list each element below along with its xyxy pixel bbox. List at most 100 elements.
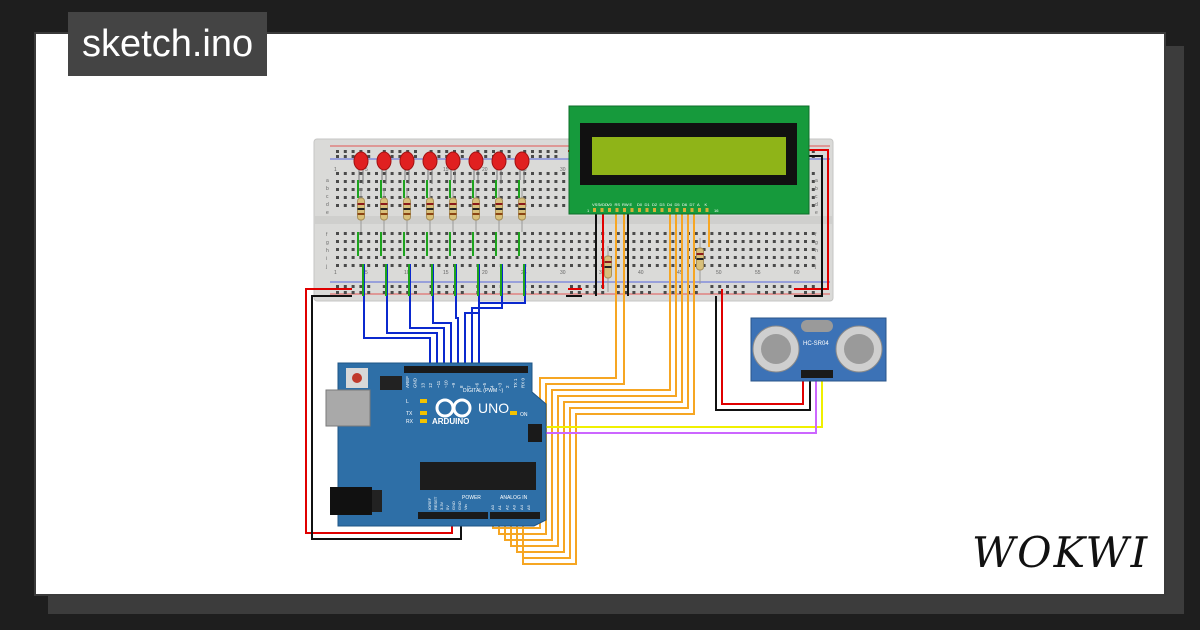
breadboard-hole <box>421 256 425 259</box>
breadboard-hole <box>468 180 472 183</box>
breadboard-hole <box>499 150 503 153</box>
lcd-pin-label: D6 <box>682 202 688 207</box>
breadboard-hole <box>343 188 347 191</box>
breadboard-hole <box>765 285 768 288</box>
resistor-band <box>403 203 411 205</box>
resistor-band <box>357 208 365 210</box>
digital-pin-label: ~6 <box>474 382 479 388</box>
breadboard-hole <box>726 285 729 288</box>
breadboard-hole <box>554 172 558 175</box>
power-pin-label: 3.3V <box>439 501 444 510</box>
lcd-vcc-wire <box>794 149 829 290</box>
breadboard-hole <box>476 232 480 235</box>
breadboard-hole <box>577 248 581 251</box>
breadboard-hole <box>453 232 456 235</box>
breadboard-hole <box>632 240 636 243</box>
breadboard-hole <box>671 232 675 235</box>
lcd-pin-label: RS <box>615 202 621 207</box>
lcd-pin <box>600 208 604 212</box>
breadboard-hole <box>336 172 339 175</box>
breadboard-hole <box>468 188 472 191</box>
breadboard-hole <box>616 291 620 294</box>
breadboard-hole <box>772 285 776 288</box>
breadboard-hole <box>671 291 675 294</box>
breadboard-hole <box>492 264 495 267</box>
breadboard-hole <box>484 264 488 267</box>
red-led-icon <box>514 151 530 171</box>
breadboard-hole <box>359 264 363 267</box>
lcd-pin <box>593 208 596 212</box>
breadboard-hole <box>772 232 776 235</box>
breadboard-hole <box>531 232 534 235</box>
breadboard-hole <box>749 240 753 243</box>
lcd-pin-label: K <box>705 202 708 207</box>
breadboard-hole <box>780 264 784 267</box>
breadboard-hole <box>710 232 714 235</box>
breadboard-hole <box>811 240 815 243</box>
resistor-band <box>449 213 457 215</box>
breadboard-hole <box>538 264 542 267</box>
breadboard-hole <box>437 232 441 235</box>
resistor-band <box>357 213 365 215</box>
breadboard-hole <box>765 264 768 267</box>
breadboard-hole <box>523 180 527 183</box>
breadboard-hole <box>390 248 394 251</box>
breadboard-hole <box>741 256 745 259</box>
breadboard-hole <box>531 188 534 191</box>
breadboard-hole <box>538 188 542 191</box>
row-letter: e <box>815 210 818 216</box>
breadboard-hole <box>593 248 597 251</box>
breadboard-hole <box>757 291 761 294</box>
sensor-gnd-wire <box>715 296 811 411</box>
breadboard-hole <box>546 264 550 267</box>
row-letter: j <box>814 264 816 270</box>
breadboard-hole <box>406 248 410 251</box>
breadboard-hole <box>616 232 620 235</box>
digital-pin-label: ~10 <box>444 380 449 388</box>
breadboard-hole <box>507 291 511 294</box>
breadboard-hole <box>406 264 410 267</box>
breadboard-hole <box>796 264 800 267</box>
power-pin-label: GND <box>451 501 456 510</box>
breadboard-hole <box>390 204 394 207</box>
breadboard-hole <box>351 264 355 267</box>
breadboard-hole <box>570 232 573 235</box>
breadboard-hole <box>414 240 417 243</box>
breadboard-hole <box>421 196 425 199</box>
breadboard-hole <box>648 264 651 267</box>
breadboard-hole <box>679 232 683 235</box>
breadboard-hole <box>382 291 386 294</box>
breadboard-hole <box>679 256 683 259</box>
breadboard-hole <box>406 256 410 259</box>
breadboard-hole <box>796 232 800 235</box>
breadboard-hole <box>741 285 745 288</box>
breadboard-hole <box>359 180 363 183</box>
breadboard-hole <box>476 150 480 153</box>
status-led-label: TX <box>406 411 413 417</box>
status-led-label: L <box>406 399 409 405</box>
breadboard-hole <box>398 180 402 183</box>
resistor-band <box>403 213 411 215</box>
breadboard-hole <box>406 291 410 294</box>
column-number-bottom: 20 <box>482 270 488 276</box>
breadboard-hole <box>445 232 449 235</box>
column-number-bottom: 1 <box>334 270 337 276</box>
breadboard-hole <box>398 172 402 175</box>
row-letter: b <box>326 186 329 192</box>
breadboard-hole <box>570 285 573 288</box>
breadboard-hole <box>546 155 550 158</box>
analog-pin-label: A5 <box>526 504 531 510</box>
breadboard-hole <box>367 150 371 153</box>
breadboard-hole <box>336 204 339 207</box>
breadboard-hole <box>336 180 339 183</box>
lcd-pin <box>668 208 671 212</box>
breadboard-hole <box>523 172 527 175</box>
breadboard-hole <box>414 248 417 251</box>
breadboard-hole <box>585 291 589 294</box>
breadboard-hole <box>460 248 464 251</box>
analog-header-label: ANALOG IN <box>500 495 528 501</box>
breadboard-hole <box>499 196 503 199</box>
breadboard-hole <box>507 180 511 183</box>
breadboard-hole <box>585 285 589 288</box>
breadboard-hole <box>554 248 558 251</box>
